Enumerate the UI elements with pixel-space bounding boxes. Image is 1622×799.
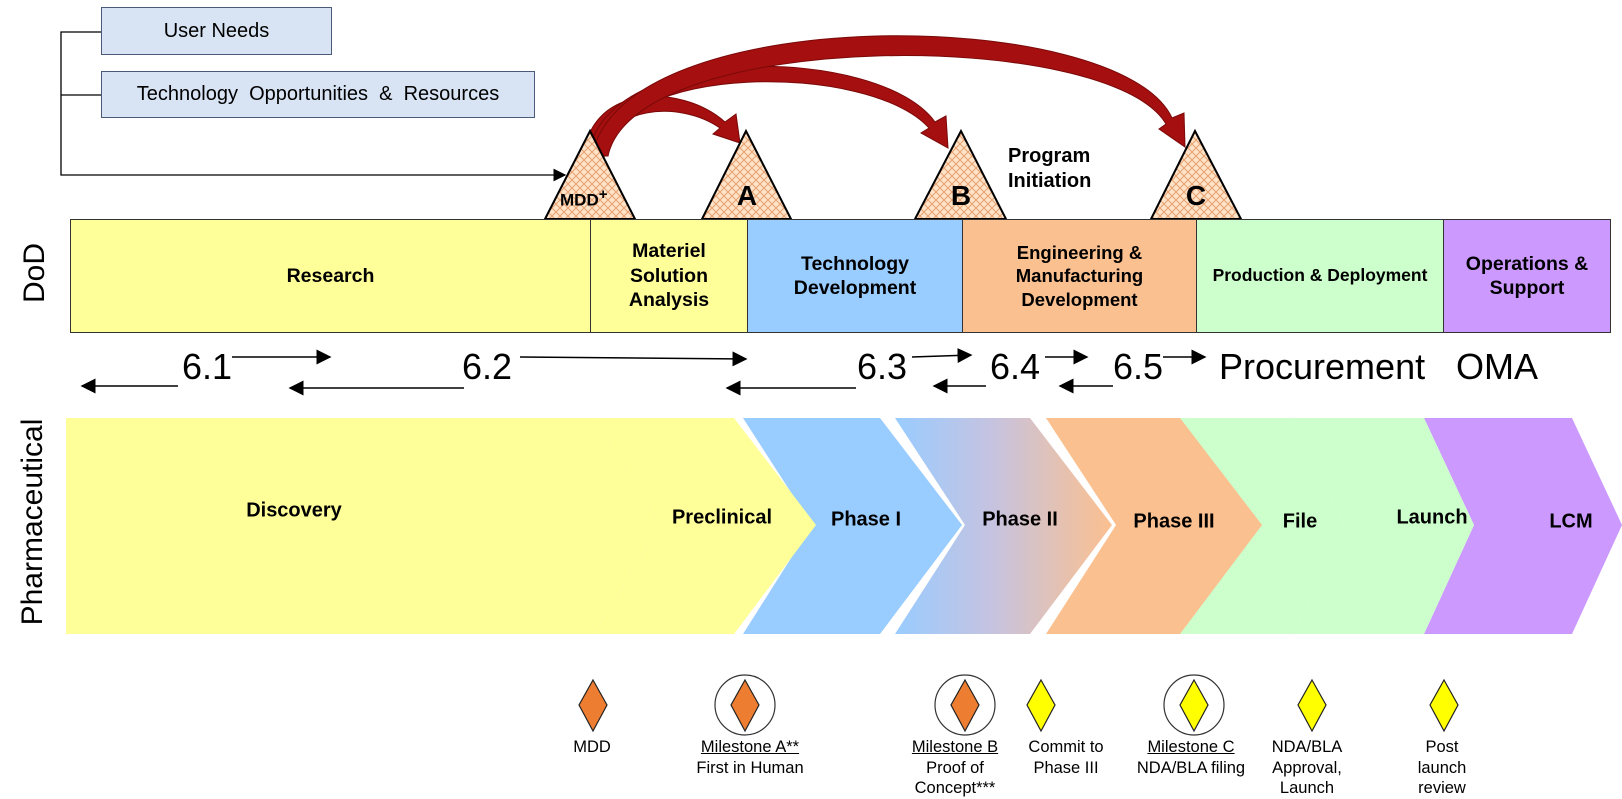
legend-milestone-b-title: Milestone B xyxy=(911,738,999,756)
funding-arrows xyxy=(80,347,1207,396)
pharma-label-phase-3: Phase III xyxy=(1133,510,1215,533)
dod-phase-technology-development: Technology Development xyxy=(747,219,963,333)
chevron-lcm xyxy=(1424,418,1622,634)
chevron-phase3 xyxy=(1046,418,1262,634)
diamond-post-launch xyxy=(1429,678,1459,733)
legend-post-line3: review xyxy=(1418,779,1466,798)
milestone-a-letter: A xyxy=(736,180,758,211)
funding-6-1: 6.1 xyxy=(182,346,233,387)
funding-6-4: 6.4 xyxy=(990,346,1041,387)
legend-nda-line3: Launch xyxy=(1279,779,1335,798)
program-initiation-line2: Initiation xyxy=(1008,170,1092,192)
pharma-label-phase-2: Phase II xyxy=(982,508,1058,531)
legend-milestone-a-sub: First in Human xyxy=(696,758,804,777)
mdd-label-text: MDD xyxy=(560,190,599,210)
dod-side-label: DoD xyxy=(18,243,51,304)
legend-caption-milestone-a: Milestone A** First in Human xyxy=(696,737,803,778)
program-initiation-line1: Program xyxy=(1008,145,1091,167)
chevron-phase1 xyxy=(743,418,962,634)
legend-caption-milestone-b: Milestone B Proof of Concept*** xyxy=(912,737,998,799)
legend-milestone-c-title: Milestone C xyxy=(1147,738,1235,756)
chevron-phase2 xyxy=(895,418,1112,634)
pharma-label-discovery: Discovery xyxy=(246,499,342,522)
pharma-label-file: File xyxy=(1282,510,1318,533)
funding-6-3: 6.3 xyxy=(857,346,908,387)
legend-mdd-text: MDD xyxy=(573,738,611,756)
funding-6-5: 6.5 xyxy=(1113,346,1164,387)
legend-milestone-c-sub: NDA/BLA filing xyxy=(1136,758,1246,777)
circle-milestone-c xyxy=(1163,674,1225,736)
dod-phase-production-deployment: Production & Deployment xyxy=(1196,219,1444,333)
chevron-discovery xyxy=(66,418,660,634)
funding-procurement: Procurement xyxy=(1219,346,1426,387)
mdd-label: MDD+ xyxy=(560,186,607,211)
diamond-commit xyxy=(1026,678,1056,733)
legend-milestone-b-sub2: Concept*** xyxy=(914,779,996,798)
diamond-milestone-c xyxy=(1179,678,1209,733)
milestone-triangles xyxy=(543,128,1243,220)
input-connector xyxy=(60,31,567,182)
pharma-label-preclinical: Preclinical xyxy=(671,506,773,529)
legend-caption-milestone-c: Milestone C NDA/BLA filing xyxy=(1137,737,1245,778)
legend-milestone-a-title: Milestone A** xyxy=(700,738,800,756)
legend-post-line1: Post xyxy=(1425,738,1459,756)
milestone-c-letter: C xyxy=(1185,180,1207,211)
circle-milestone-a xyxy=(714,674,776,736)
milestone-arrows xyxy=(583,35,1186,161)
pharma-label-launch: Launch xyxy=(1396,506,1468,529)
legend-nda-line1: NDA/BLA xyxy=(1271,738,1343,756)
dod-phase-research: Research xyxy=(70,219,591,333)
diamond-mdd xyxy=(578,678,608,733)
dod-phase-engineering-manufacturing: Engineering & Manufacturing Development xyxy=(962,219,1197,333)
program-initiation-label: Program Initiation xyxy=(1008,144,1091,194)
legend-caption-mdd: MDD xyxy=(573,737,611,758)
dod-phase-materiel-solution-analysis: Materiel Solution Analysis xyxy=(590,219,748,333)
legend-post-line2: launch xyxy=(1417,758,1467,777)
pharmaceutical-side-label: Pharmaceutical xyxy=(16,418,49,626)
circle-milestone-b xyxy=(934,674,996,736)
pharma-label-phase-1: Phase I xyxy=(830,508,902,531)
legend-nda-line2: Approval, xyxy=(1272,758,1342,777)
diamond-nda xyxy=(1297,678,1327,733)
legend-diamonds xyxy=(578,674,1459,736)
legend-milestone-b-sub1: Proof of xyxy=(926,758,984,777)
dod-phase-operations-support: Operations & Support xyxy=(1443,219,1611,333)
user-needs-box: User Needs xyxy=(101,7,332,55)
diamond-milestone-a xyxy=(730,678,760,733)
legend-caption-commit: Commit to Phase III xyxy=(1028,737,1103,778)
legend-caption-nda: NDA/BLA Approval, Launch xyxy=(1272,737,1343,799)
legend-commit-line2: Phase III xyxy=(1033,758,1099,777)
legend-commit-line1: Commit to xyxy=(1028,738,1104,756)
diamond-milestone-b xyxy=(950,678,980,733)
funding-oma: OMA xyxy=(1456,346,1539,387)
milestone-b-letter: B xyxy=(950,180,972,211)
technology-opportunities-box: Technology Opportunities & Resources xyxy=(101,71,535,118)
funding-6-2: 6.2 xyxy=(462,346,513,387)
mdd-label-sup: + xyxy=(598,186,608,203)
pharma-label-lcm: LCM xyxy=(1549,510,1593,533)
legend-caption-post-launch: Post launch review xyxy=(1418,737,1467,799)
chevron-launch xyxy=(1294,418,1474,634)
pharma-chevrons xyxy=(66,418,1622,634)
chevron-preclinical xyxy=(594,418,816,634)
